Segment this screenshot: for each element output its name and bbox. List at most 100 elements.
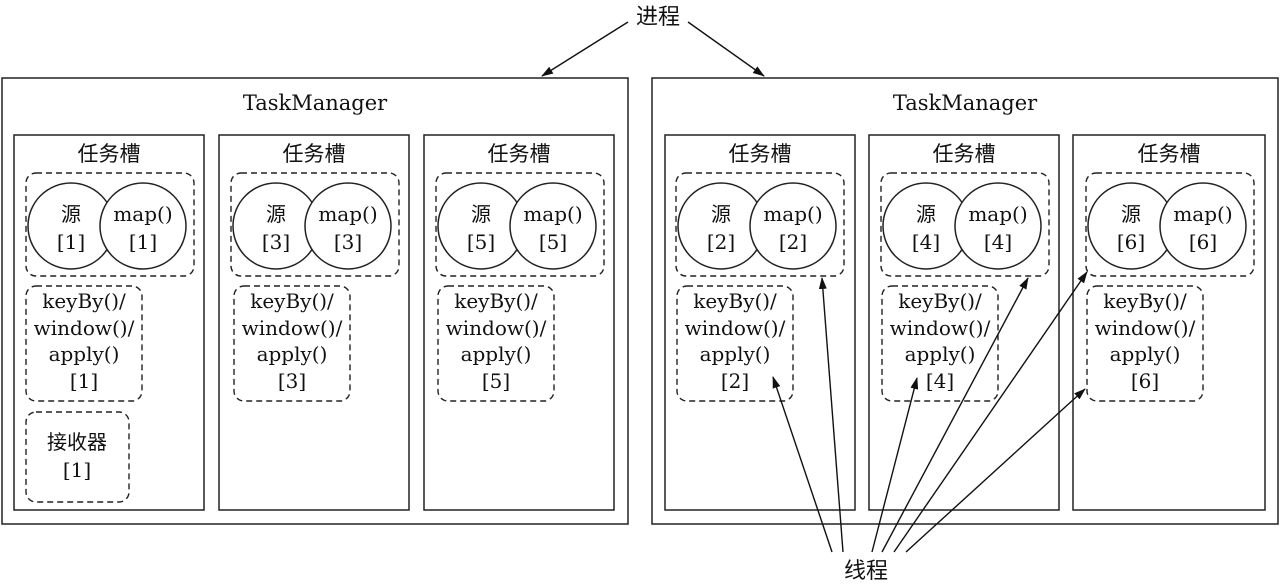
task-slot-1: 任务槽 源 [1] map() [1] keyBy()/ window()/ a…	[13, 134, 205, 511]
task-slot-box	[868, 134, 1060, 511]
map-index: [2]	[779, 230, 807, 254]
process-arrow-left	[541, 21, 629, 77]
map-operator	[1159, 182, 1247, 270]
map-label: map()	[113, 202, 172, 226]
source-index: [3]	[262, 230, 290, 254]
thread-arrow	[905, 388, 1086, 553]
source-map-chain	[1085, 172, 1255, 277]
task-slot-title: 任务槽	[283, 142, 346, 166]
window-op-line: window()/	[1095, 316, 1196, 340]
window-op-line: apply()	[257, 342, 328, 366]
task-slot-title: 任务槽	[1138, 142, 1201, 166]
window-operator	[25, 285, 143, 402]
task-slot-box	[13, 134, 205, 511]
window-op-line: window()/	[34, 316, 135, 340]
window-op-line: keyBy()/	[42, 289, 126, 313]
map-index: [6]	[1189, 230, 1217, 254]
taskmanager-2: TaskManager 任务槽 源 [2] map() [2] keyBy()/…	[651, 77, 1279, 525]
map-label: map()	[763, 202, 822, 226]
source-map-chain	[675, 172, 845, 277]
window-op-line: apply()	[700, 342, 771, 366]
map-label: map()	[968, 202, 1027, 226]
sink-index: [1]	[63, 458, 91, 482]
thread-arrow	[881, 277, 1029, 553]
source-label: 源	[471, 202, 491, 226]
source-label: 源	[1121, 202, 1141, 226]
task-slot-title: 任务槽	[488, 142, 551, 166]
window-op-line: window()/	[242, 316, 343, 340]
thread-arrow	[772, 376, 833, 553]
source-label: 源	[266, 202, 286, 226]
source-label: 源	[711, 202, 731, 226]
window-op-line: keyBy()/	[898, 289, 982, 313]
task-slot-title: 任务槽	[78, 142, 141, 166]
map-index: [1]	[129, 230, 157, 254]
task-slot-3: 任务槽 源 [3] map() [3] keyBy()/ window()/ a…	[218, 134, 410, 511]
sink-operator	[25, 411, 130, 503]
source-label: 源	[61, 202, 81, 226]
source-map-chain	[25, 172, 195, 277]
process-arrow-right	[687, 21, 765, 77]
map-operator	[509, 182, 597, 270]
window-operator	[437, 285, 555, 402]
process-label: 进程	[636, 5, 680, 30]
source-map-chain	[435, 172, 605, 277]
window-op-line: keyBy()/	[693, 289, 777, 313]
window-operator	[233, 285, 351, 402]
taskmanager-2-title: TaskManager	[893, 91, 1038, 115]
task-slot-title: 任务槽	[729, 142, 792, 166]
window-op-line: [5]	[482, 369, 510, 393]
window-op-line: [3]	[278, 369, 306, 393]
taskmanager-1-title: TaskManager	[243, 91, 388, 115]
thread-arrow	[871, 377, 919, 553]
window-op-line: apply()	[1110, 342, 1181, 366]
thread-arrow	[893, 271, 1088, 553]
map-operator	[99, 182, 187, 270]
map-operator	[304, 182, 392, 270]
window-op-line: apply()	[49, 342, 120, 366]
window-op-line: apply()	[905, 342, 976, 366]
map-index: [5]	[539, 230, 567, 254]
window-op-line: [1]	[70, 369, 98, 393]
window-op-line: apply()	[461, 342, 532, 366]
thread-label: 线程	[844, 559, 888, 584]
thread-arrow	[818, 277, 844, 553]
map-label: map()	[1173, 202, 1232, 226]
window-op-line: window()/	[890, 316, 991, 340]
task-slot-box	[218, 134, 410, 511]
source-map-chain	[880, 172, 1050, 277]
window-operator	[1086, 285, 1204, 402]
taskmanager-1: TaskManager 任务槽 源 [1] map() [1] keyBy()/…	[1, 77, 629, 525]
task-slot-2: 任务槽 源 [2] map() [2] keyBy()/ window()/ a…	[664, 134, 856, 511]
window-op-line: window()/	[685, 316, 786, 340]
source-index: [1]	[57, 230, 85, 254]
window-op-line: keyBy()/	[454, 289, 538, 313]
thread-arrows	[772, 271, 1088, 553]
window-operator	[676, 285, 794, 402]
window-op-line: [2]	[721, 369, 749, 393]
map-label: map()	[523, 202, 582, 226]
source-index: [6]	[1117, 230, 1145, 254]
window-operator	[881, 285, 999, 402]
task-slot-box	[664, 134, 856, 511]
task-slot-title: 任务槽	[933, 142, 996, 166]
source-label: 源	[916, 202, 936, 226]
sink-label: 接收器	[47, 430, 107, 454]
task-slot-4: 任务槽 源 [4] map() [4] keyBy()/ window()/ a…	[868, 134, 1060, 511]
task-slot-6: 任务槽 源 [6] map() [6] keyBy()/ window()/ a…	[1072, 134, 1266, 511]
taskmanager-1-box	[1, 77, 629, 525]
source-index: [2]	[707, 230, 735, 254]
map-operator	[954, 182, 1042, 270]
source-index: [5]	[467, 230, 495, 254]
window-op-line: keyBy()/	[250, 289, 334, 313]
window-op-line: window()/	[446, 316, 547, 340]
task-slot-box	[1072, 134, 1266, 511]
map-label: map()	[318, 202, 377, 226]
taskmanager-2-box	[651, 77, 1279, 525]
source-map-chain	[230, 172, 400, 277]
task-slot-5: 任务槽 源 [5] map() [5] keyBy()/ window()/ a…	[423, 134, 615, 511]
window-op-line: keyBy()/	[1103, 289, 1187, 313]
map-index: [3]	[334, 230, 362, 254]
window-op-line: [4]	[926, 369, 954, 393]
